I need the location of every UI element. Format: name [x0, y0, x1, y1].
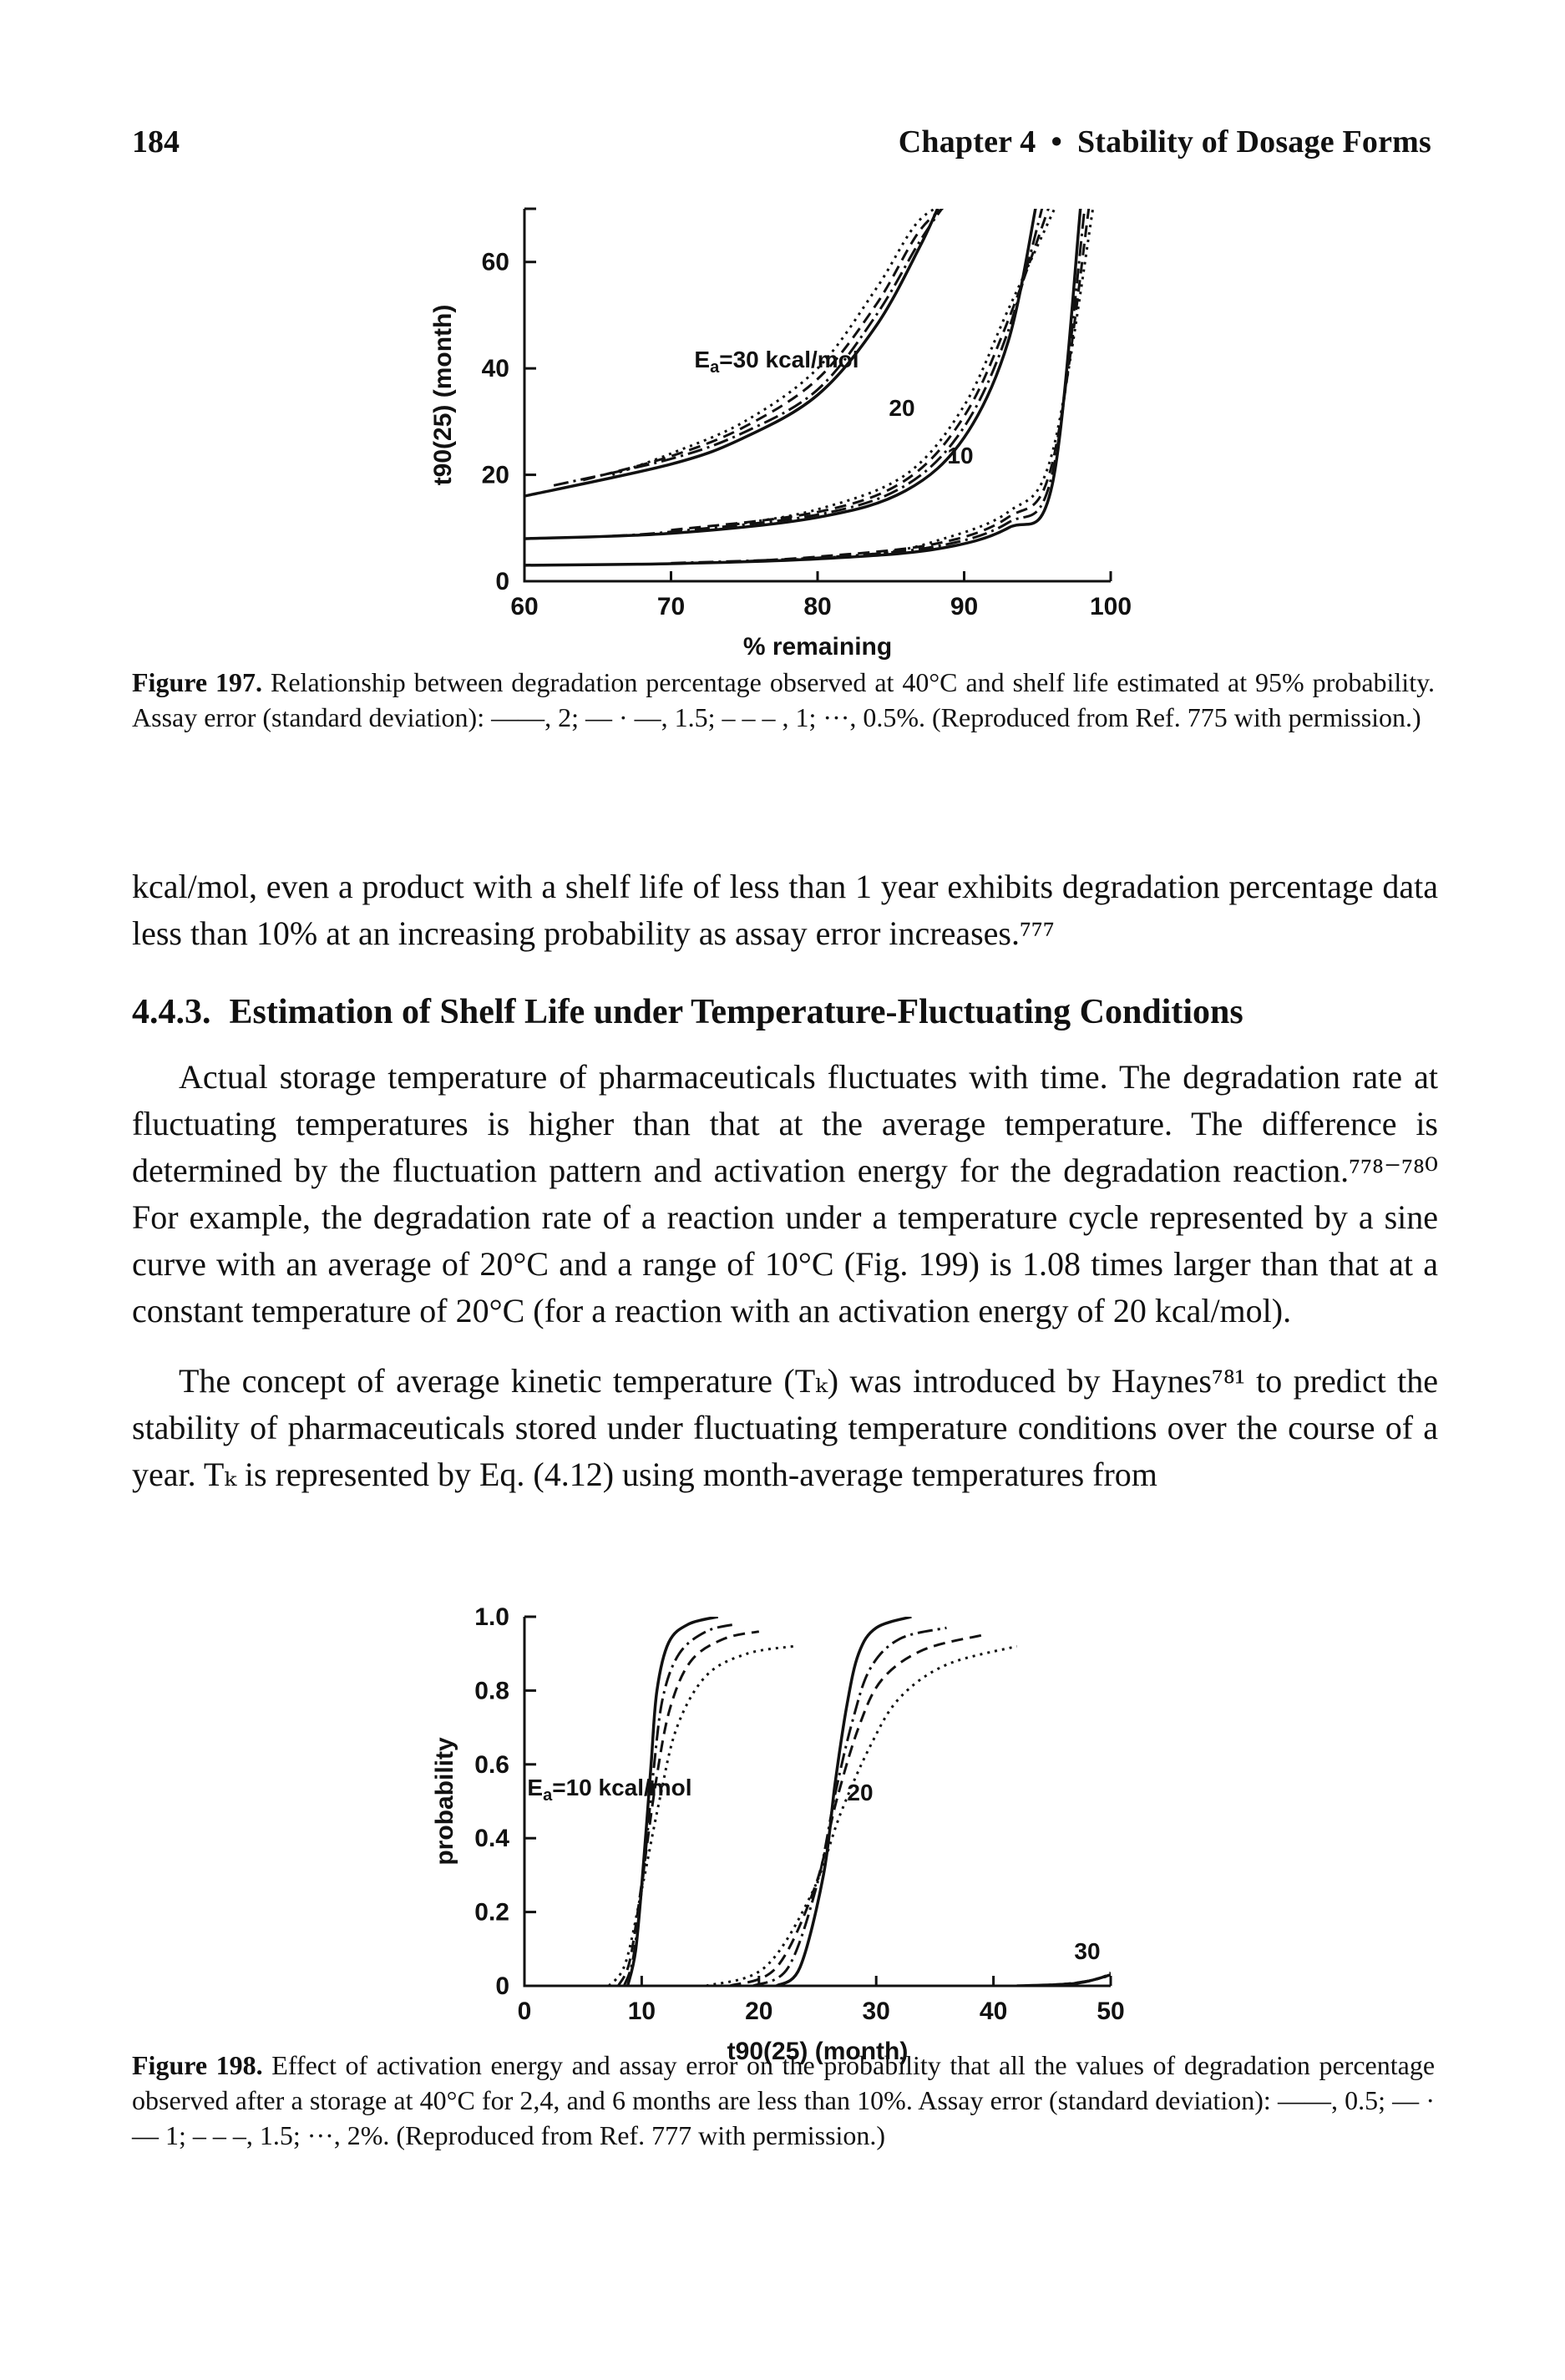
y-tick-label: 40	[482, 355, 509, 382]
curve-group	[524, 209, 1095, 567]
curve-solid	[524, 209, 940, 498]
curve-dashdot	[622, 1623, 737, 1986]
x-tick-label: 20	[745, 1998, 772, 2025]
x-axis-label: t90(25) (month)	[727, 2038, 909, 2065]
y-tick-label: 0	[495, 1972, 509, 2000]
x-tick-label: 60	[510, 593, 538, 620]
figure-197-caption: Figure 197. Relationship between degrada…	[132, 665, 1435, 735]
x-tick-label: 40	[980, 1998, 1007, 2025]
y-tick-label: 60	[482, 249, 509, 276]
curve-solid	[625, 1617, 719, 1986]
curve-solid	[524, 209, 1082, 567]
curve-annotation: 20	[847, 1780, 873, 1805]
y-tick-label: 0.6	[474, 1751, 509, 1779]
running-head: Chapter 4 • Stability of Dosage Forms	[899, 124, 1431, 160]
figure-198-label: Figure 198.	[132, 2050, 263, 2080]
y-tick-label: 0	[495, 568, 509, 595]
curve-dashed	[729, 1633, 982, 1986]
running-header: 184 Chapter 4 • Stability of Dosage Forms	[132, 124, 1431, 174]
x-tick-label: 80	[803, 593, 831, 620]
y-tick-label: 20	[482, 462, 509, 489]
axis-frame	[523, 1617, 1111, 1988]
x-tick-label: 0	[518, 1998, 532, 2025]
figure-198-caption-text: Effect of activation energy and assay er…	[132, 2050, 1436, 2150]
curve-dotted	[729, 209, 1056, 527]
curve-dotted	[788, 209, 1095, 562]
curve-dashdot	[752, 1626, 947, 1986]
x-tick-label: 30	[863, 1998, 890, 2025]
curve-dashed	[671, 209, 1050, 532]
curve-annotation: Ea=10 kcal/mol	[527, 1775, 691, 1805]
x-tick-label: 70	[657, 593, 685, 620]
curve-dotted	[607, 1644, 795, 1986]
x-tick-label: 10	[628, 1998, 656, 2025]
curve-annotation: 30	[1074, 1938, 1100, 1964]
figure-197-label: Figure 197.	[132, 667, 263, 697]
x-tick-label: 100	[1090, 593, 1132, 620]
curve-dashed	[616, 1630, 760, 1986]
page-number: 184	[132, 124, 180, 160]
curve-solid	[775, 1617, 912, 1986]
y-axis-label: t90(25) (month)	[429, 305, 457, 486]
figure-197-caption-text: Relationship between degradation percent…	[132, 667, 1436, 732]
curve-dotted	[706, 1644, 1018, 1986]
curve-dashed	[582, 209, 945, 482]
section-heading: 4.4.3. Estimation of Shelf Life under Tem…	[132, 989, 1468, 1036]
curve-annotation: Ea=30 kcal/mol	[694, 347, 858, 377]
curve-dashdot	[671, 209, 1086, 565]
curve-group	[607, 1617, 1111, 1986]
curve-dashed	[729, 209, 1091, 564]
curve-solid	[524, 209, 1037, 540]
curve-dotted	[611, 209, 939, 476]
separator-dot: •	[1051, 124, 1062, 160]
y-tick-label: 1.0	[474, 1603, 509, 1631]
y-axis-label: probability	[431, 1737, 458, 1866]
chapter-label: Chapter 4	[898, 124, 1036, 160]
chapter-title: Stability of Dosage Forms	[1076, 124, 1431, 160]
figure-197-chart: 60 70 80 90 100 0 20 40 60 % remaining t90(25) (mo…	[429, 207, 1132, 661]
x-axis-label: % remaining	[743, 633, 892, 661]
curve-dashdot	[553, 209, 944, 487]
section-number: 4.4.3.	[132, 993, 211, 1031]
curve-annotation: 20	[889, 395, 914, 421]
section-title: Estimation of Shelf Life under Temperatu…	[229, 993, 1243, 1031]
figure-198-caption: Figure 198. Effect of activation energy …	[132, 2048, 1435, 2153]
figure-198-chart: 0 10 20 30 40 50 0 0.2 0.4 0.6 0.8 1.0 t90(25) (mont…	[431, 1603, 1125, 2065]
y-tick-label: 0.4	[474, 1825, 509, 1852]
body-paragraph-3: The concept of average kinetic temperatu…	[132, 1362, 1438, 1493]
y-tick-label: 0.8	[474, 1677, 509, 1704]
body-paragraph-1: kcal/mol, even a product with a shelf li…	[132, 868, 1438, 952]
x-tick-label: 90	[950, 593, 978, 620]
x-tick-label: 50	[1097, 1998, 1124, 2025]
curve-annotation: 10	[947, 443, 973, 468]
body-paragraph-2: Actual storage temperature of pharmaceut…	[132, 1058, 1438, 1329]
y-tick-label: 0.2	[474, 1899, 509, 1927]
